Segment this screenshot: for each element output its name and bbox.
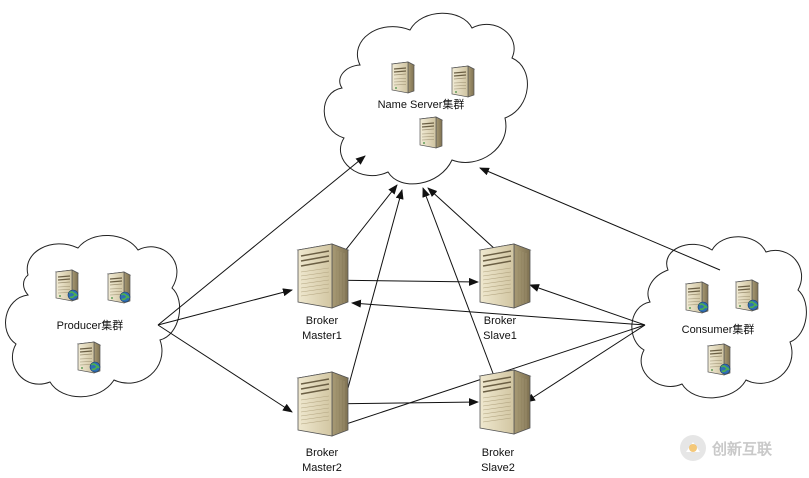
watermark-text: 创新互联 bbox=[711, 440, 773, 458]
server-globe-icon bbox=[736, 280, 758, 311]
broker-master1-label-line2: Master1 bbox=[302, 330, 342, 342]
producer-to-master2-arrow bbox=[157, 324, 293, 413]
consumer-to-nameserver-arrow bbox=[479, 167, 721, 271]
server-globe-icon bbox=[78, 342, 100, 373]
rack-server-icon bbox=[297, 371, 349, 437]
nameserver-cloud bbox=[323, 12, 528, 185]
broker-slave1-label-line2: Slave1 bbox=[483, 330, 517, 342]
nameserver-label: Name Server集群 bbox=[378, 97, 465, 111]
broker-slave2-label-line1: Broker bbox=[482, 447, 515, 459]
consumer-to-master1-arrow bbox=[351, 299, 646, 326]
producer-cloud bbox=[5, 235, 181, 398]
consumer-to-slave2-arrow bbox=[525, 324, 646, 403]
server-globe-icon bbox=[108, 272, 130, 303]
watermark: 创新互联 bbox=[680, 435, 773, 461]
producer-to-master1-arrow bbox=[157, 288, 293, 326]
broker-master1-label-line1: Broker bbox=[306, 315, 339, 327]
slave1-to-nameserver-arrow bbox=[427, 187, 497, 251]
server-globe-icon bbox=[686, 282, 708, 313]
broker-slave1-label-line1: Broker bbox=[484, 315, 517, 327]
consumer-to-slave1-arrow bbox=[529, 284, 646, 326]
rack-server-icon bbox=[479, 369, 531, 435]
master2-to-nameserver-arrow bbox=[347, 189, 404, 389]
chuangxin-logo-icon bbox=[680, 435, 706, 461]
rack-server-icon bbox=[297, 243, 349, 309]
server-icon bbox=[391, 61, 415, 94]
broker-master2-label-line1: Broker bbox=[306, 447, 339, 459]
broker-slave2-label-line2: Slave2 bbox=[481, 462, 515, 474]
broker-master2-label-line2: Master2 bbox=[302, 462, 342, 474]
consumer-label: Consumer集群 bbox=[682, 322, 755, 336]
server-icon bbox=[419, 116, 443, 149]
connection-edges bbox=[157, 155, 721, 429]
server-globe-icon bbox=[56, 270, 78, 301]
producer-to-nameserver-arrow bbox=[157, 155, 366, 326]
server-globe-icon bbox=[708, 344, 730, 375]
producer-label: Producer集群 bbox=[57, 318, 124, 332]
server-icon bbox=[451, 65, 475, 98]
consumer-cloud bbox=[631, 236, 807, 399]
rack-server-icon bbox=[479, 243, 531, 309]
